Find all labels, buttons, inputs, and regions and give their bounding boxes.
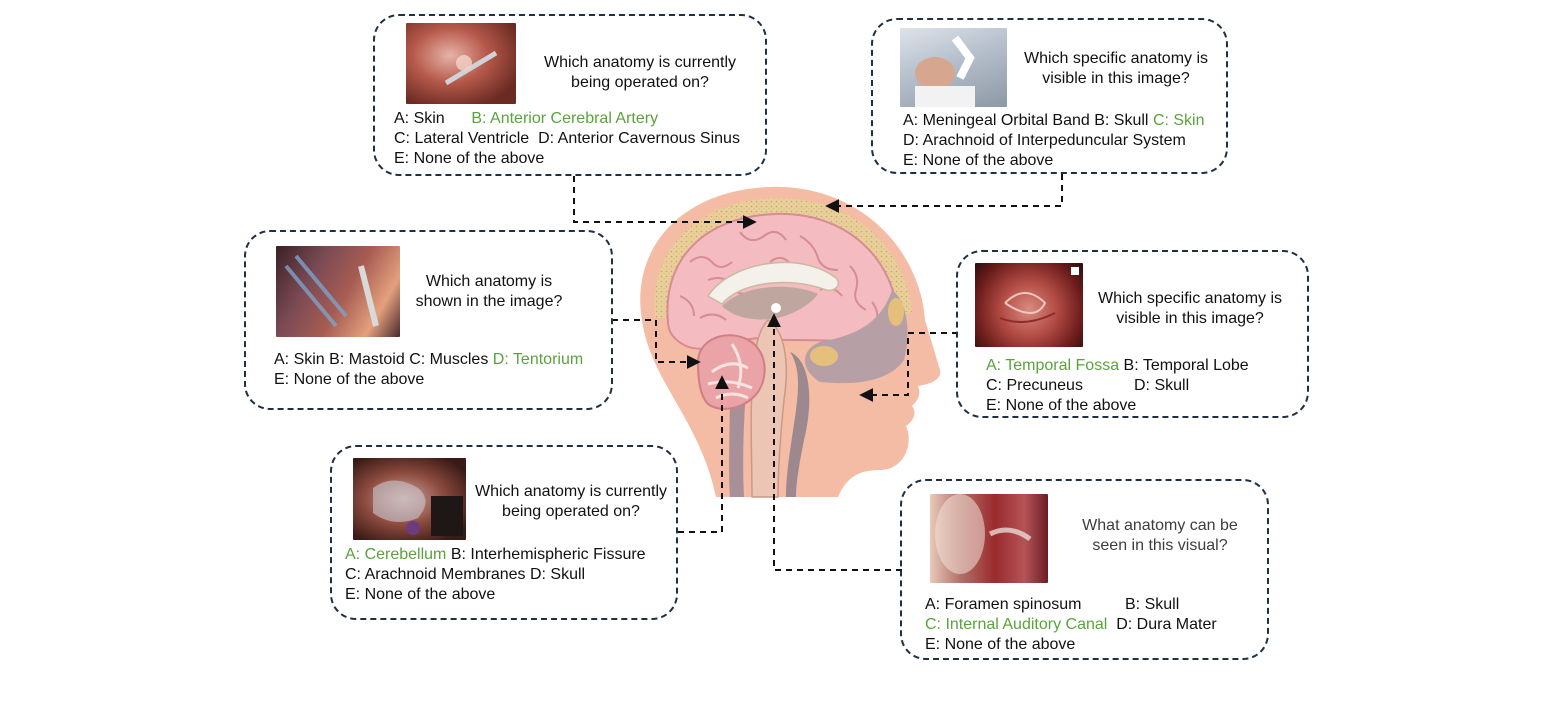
option-d: D: Anterior Cavernous Sinus xyxy=(538,130,740,147)
question-card-4: Which specific anatomy is visible in thi… xyxy=(956,250,1309,418)
question-text: Which specific anatomy is visible in thi… xyxy=(1097,290,1283,327)
option-d: D: Skull xyxy=(529,566,586,583)
option-a: A: Skin xyxy=(394,110,445,127)
question-text: What anatomy can be seen in this visual? xyxy=(1082,517,1238,554)
option-d: D: Arachnoid of Interpeduncular System xyxy=(903,132,1186,149)
surgical-image-thumbnail xyxy=(353,458,466,540)
surgical-image-thumbnail xyxy=(975,263,1083,347)
option-c-correct: C: Internal Auditory Canal xyxy=(925,616,1108,633)
surgical-image-thumbnail xyxy=(406,23,516,104)
answer-options: A: Cerebellum B: Interhemispheric Fissur… xyxy=(345,545,646,605)
surgical-image-thumbnail xyxy=(930,494,1048,583)
lateral-ventricle xyxy=(722,286,818,320)
option-c: C: Arachnoid Membranes xyxy=(345,566,526,583)
option-e: E: None of the above xyxy=(345,586,496,603)
answer-options: A: Skin B: Anterior Cerebral Artery C: L… xyxy=(394,109,740,169)
option-a-correct: A: Temporal Fossa xyxy=(986,357,1120,374)
option-d: D: Skull xyxy=(1134,377,1190,394)
option-a: A: Meningeal Orbital Band xyxy=(903,112,1090,129)
question-text: Which anatomy is shown in the image? xyxy=(415,273,563,310)
option-e: E: None of the above xyxy=(903,152,1054,169)
question-card-1: Which anatomy is currently being operate… xyxy=(373,14,767,176)
answer-options: A: Meningeal Orbital Band B: Skull C: Sk… xyxy=(903,111,1205,171)
option-e: E: None of the above xyxy=(274,371,425,388)
option-d-correct: D: Tentorium xyxy=(492,351,584,368)
question-card-3: Which anatomy is shown in the image? A: … xyxy=(244,230,613,410)
option-c: C: Precuneus xyxy=(986,377,1083,394)
answer-options: A: Skin B: Mastoid C: Muscles D: Tentori… xyxy=(274,350,583,390)
option-e: E: None of the above xyxy=(925,636,1076,653)
option-b: B: Skull xyxy=(1094,112,1149,129)
option-d: D: Dura Mater xyxy=(1116,616,1217,633)
question-text: Which anatomy is currently being operate… xyxy=(543,54,737,91)
question-card-6: What anatomy can be seen in this visual?… xyxy=(900,479,1269,660)
option-c: C: Muscles xyxy=(409,351,489,368)
question-text: Which specific anatomy is visible in thi… xyxy=(1023,50,1209,87)
option-b: B: Mastoid xyxy=(329,351,405,368)
spinal-canal xyxy=(786,352,810,497)
option-a: A: Skin xyxy=(274,351,325,368)
cerebellum xyxy=(696,334,766,410)
option-a: A: Foramen spinosum xyxy=(925,596,1082,613)
connector-arrows xyxy=(573,174,1063,571)
patient-photo-thumbnail xyxy=(900,28,1007,107)
option-b: B: Interhemispheric Fissure xyxy=(450,546,646,563)
option-c: C: Lateral Ventricle xyxy=(394,130,530,147)
option-c-correct: C: Skin xyxy=(1152,112,1205,129)
answer-options: A: Temporal Fossa B: Temporal Lobe C: Pr… xyxy=(986,356,1249,416)
answer-options: A: Foramen spinosum B: Skull C: Internal … xyxy=(925,595,1217,655)
surgical-image-thumbnail xyxy=(276,246,400,337)
option-b: B: Skull xyxy=(1125,596,1180,613)
option-a-correct: A: Cerebellum xyxy=(345,546,447,563)
question-card-5: Which anatomy is currently being operate… xyxy=(330,445,678,620)
option-b-correct: B: Anterior Cerebral Artery xyxy=(471,110,659,127)
option-e: E: None of the above xyxy=(986,397,1137,414)
skull-layer xyxy=(654,197,912,318)
option-e: E: None of the above xyxy=(394,150,545,167)
option-b: B: Temporal Lobe xyxy=(1123,357,1249,374)
corpus-callosum xyxy=(706,261,840,305)
question-text: Which anatomy is currently being operate… xyxy=(474,483,668,520)
question-card-2: Which specific anatomy is visible in thi… xyxy=(871,18,1228,174)
